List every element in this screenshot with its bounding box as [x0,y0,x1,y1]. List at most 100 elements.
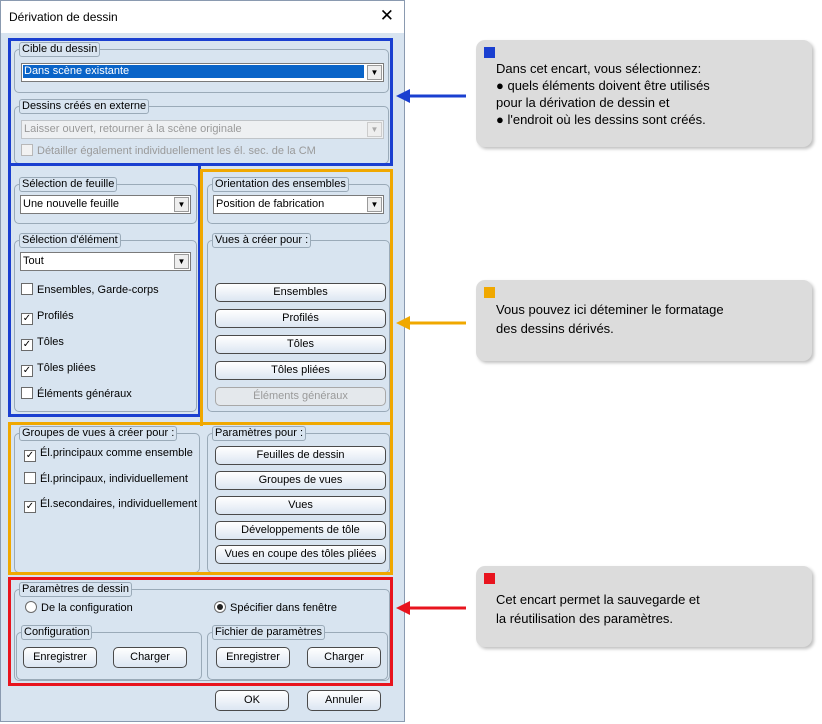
parametres-pour-legend: Paramètres pour : [212,426,307,441]
cible-select[interactable]: Dans scène existante ▼ [21,63,384,82]
element-checkbox-toles[interactable]: ✓ Tôles [21,335,64,351]
feuilles-dessin-button[interactable]: Feuilles de dessin [215,446,386,465]
cible-group: Cible du dessin Dans scène existante ▼ [14,42,389,93]
element-checkbox-generaux[interactable]: Éléments généraux [21,387,132,403]
feuille-value: Une nouvelle feuille [23,198,120,210]
blue-highlight-frame [8,38,393,166]
element-checkbox-profiles[interactable]: ✓ Profilés [21,309,74,325]
developpements-tole-button[interactable]: Développements de tôle [215,521,386,540]
callout-text: des dessins dérivés. [496,321,614,336]
callout-text: ● quels éléments doivent être utilisés [496,78,710,93]
groupes-checkbox-principaux-individuel[interactable]: Él.principaux, individuellement [24,472,188,488]
feuille-legend: Sélection de feuille [19,177,118,192]
externe-legend: Dessins créés en externe [19,99,150,114]
element-label: Tôles [37,336,64,348]
cible-legend: Cible du dessin [19,42,101,57]
element-legend: Sélection d'élément [19,233,121,248]
vues-ensembles-button[interactable]: Ensembles [215,283,386,302]
groupes-group: Groupes de vues à créer pour : ✓ Él.princ… [14,426,200,573]
callout-text: Dans cet encart, vous sélectionnez: [496,61,702,76]
radio-icon [25,601,37,613]
callout-text: la réutilisation des paramètres. [496,611,674,626]
config-load-button[interactable]: Charger [113,647,187,668]
element-value: Tout [23,255,44,267]
externe-value: Laisser ouvert, retourner à la scène ori… [24,123,242,135]
groupes-vues-button[interactable]: Groupes de vues [215,471,386,490]
cible-value: Dans scène existante [23,65,364,78]
callout-text: Vous pouvez ici déteminer le formatage [496,302,724,317]
chevron-down-icon: ▼ [174,254,189,269]
chevron-down-icon: ▼ [174,197,189,212]
configuration-legend: Configuration [21,625,93,640]
fichier-group: Fichier de paramètres Enregistrer Charge… [207,625,388,680]
fichier-save-button[interactable]: Enregistrer [216,647,290,668]
blue-highlight-frame-lower [8,165,201,417]
orange-square-icon [484,287,495,298]
groupes-checkbox-principaux-ensemble[interactable]: ✓ Él.principaux comme ensemble [24,446,193,462]
vues-toles-button[interactable]: Tôles [215,335,386,354]
orientation-legend: Orientation des ensembles [212,177,349,192]
checkmark-icon: ✓ [24,450,36,462]
groupes-checkbox-secondaires-individuel[interactable]: ✓Él.secondaires, individuellement [24,497,197,513]
element-label: Profilés [37,310,74,322]
red-square-icon [484,573,495,584]
feuille-group: Sélection de feuille Une nouvelle feuill… [14,177,197,224]
externe-select: Laisser ouvert, retourner à la scène ori… [21,120,384,139]
groupes-legend: Groupes de vues à créer pour : [19,426,178,441]
close-icon[interactable]: ✕ [379,6,394,25]
orange-arrow-icon [396,316,466,330]
callout-red: Cet encart permet la sauvegarde et la ré… [476,566,812,647]
vues-profiles-button[interactable]: Profilés [215,309,386,328]
callout-orange: Vous pouvez ici déteminer le formatage d… [476,280,812,361]
radio-fenetre-label: Spécifier dans fenêtre [230,602,338,614]
orientation-select[interactable]: Position de fabrication ▼ [213,195,384,214]
callout-text: pour la dérivation de dessin et [496,95,670,110]
vues-button[interactable]: Vues [215,496,386,515]
checkbox-icon [21,283,33,295]
element-label: Éléments généraux [37,388,132,400]
chevron-down-icon: ▼ [367,122,382,137]
vues-coupe-button[interactable]: Vues en coupe des tôles pliées [215,545,386,564]
detailler-checkbox: Détailler également individuellement les… [21,144,316,160]
checkmark-icon: ✓ [21,313,33,325]
dialog-title: Dérivation de dessin [9,10,118,24]
orientation-group: Orientation des ensembles Position de fa… [207,177,390,224]
element-select[interactable]: Tout ▼ [20,252,191,271]
fichier-legend: Fichier de paramètres [212,625,325,640]
orientation-value: Position de fabrication [216,198,325,210]
groupes-label: Él.principaux comme ensemble [40,447,193,459]
vues-group: Vues à créer pour : Ensembles Profilés T… [207,233,390,412]
element-checkbox-ensembles[interactable]: Ensembles, Garde-corps [21,283,159,299]
checkbox-icon [21,144,33,156]
orange-highlight-frame-lower [8,422,393,575]
element-checkbox-toles-pliees[interactable]: ✓Tôles pliées [21,361,96,377]
blue-arrow-icon [396,89,466,103]
checkmark-icon: ✓ [21,339,33,351]
chevron-down-icon: ▼ [367,197,382,212]
element-label: Ensembles, Garde-corps [37,284,159,296]
feuille-select[interactable]: Une nouvelle feuille ▼ [20,195,191,214]
param-dessin-legend: Paramètres de dessin [19,582,132,597]
element-group: Sélection d'élément Tout ▼ Ensembles, Ga… [14,233,197,412]
orange-highlight-frame-upper [200,169,393,426]
vues-legend: Vues à créer pour : [212,233,312,248]
groupes-label: Él.secondaires, individuellement [40,498,198,510]
radio-configuration[interactable]: De la configuration [25,601,133,617]
red-highlight-frame [8,577,393,686]
element-label: Tôles pliées [37,362,96,374]
ok-button[interactable]: OK [215,690,289,711]
cancel-button[interactable]: Annuler [307,690,381,711]
radio-config-label: De la configuration [41,602,133,614]
callout-text: ● l'endroit où les dessins sont créés. [496,112,706,127]
vues-generaux-button: Éléments généraux [215,387,386,406]
param-dessin-group: Paramètres de dessin De la configuration… [14,582,390,681]
config-save-button[interactable]: Enregistrer [23,647,97,668]
fichier-load-button[interactable]: Charger [307,647,381,668]
externe-group: Dessins créés en externe Laisser ouvert,… [14,99,389,164]
callout-text: Cet encart permet la sauvegarde et [496,592,700,607]
radio-selected-icon [214,601,226,613]
derivation-dialog: Dérivation de dessin ✕ Cible du dessin D… [0,0,405,722]
vues-toles-pliees-button[interactable]: Tôles pliées [215,361,386,380]
checkbox-icon [21,387,33,399]
radio-fenetre[interactable]: Spécifier dans fenêtre [214,601,337,617]
